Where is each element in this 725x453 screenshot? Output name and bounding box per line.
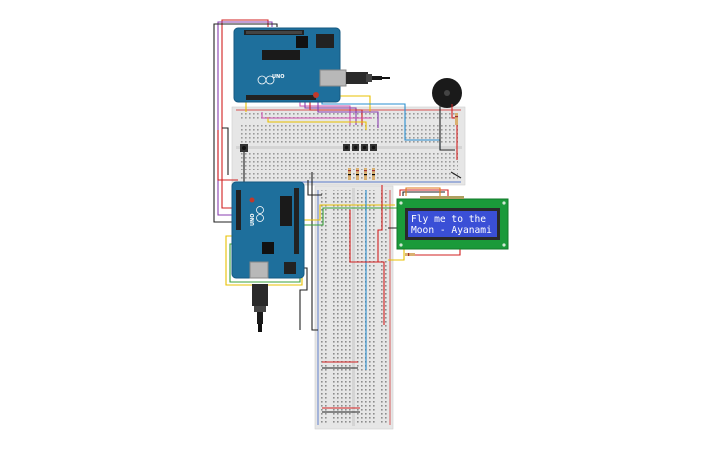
arduino-bottom-label: UNO — [250, 214, 256, 227]
pushbutton-1 — [343, 144, 350, 151]
breadboard-vertical — [314, 185, 394, 430]
pushbutton-left — [240, 144, 248, 152]
resistors — [348, 113, 458, 256]
push-buttons — [240, 144, 377, 152]
lcd-line-1: Fly me to the — [411, 214, 486, 225]
arduino-bottom: UNO — [231, 181, 305, 279]
lcd-line-2: Moon - Ayanami — [411, 225, 492, 236]
piezo-buzzer — [432, 78, 462, 112]
resistor-3 — [364, 168, 367, 180]
usb-cable-bottom — [252, 284, 268, 332]
arduino-top: UNO — [233, 27, 347, 103]
resistor-4 — [372, 168, 375, 180]
resistor-lcd — [405, 253, 415, 256]
pushbutton-4 — [370, 144, 377, 151]
arduino-top-label: UNO — [272, 74, 285, 80]
resistor-2 — [356, 168, 359, 180]
lcd-16x2: Fly me to the Moon - Ayanami — [396, 196, 509, 250]
pushbutton-2 — [352, 144, 359, 151]
resistor-1 — [348, 168, 351, 180]
usb-cable-top — [346, 72, 390, 84]
resistor-buzzer — [455, 113, 458, 125]
pushbutton-3 — [361, 144, 368, 151]
